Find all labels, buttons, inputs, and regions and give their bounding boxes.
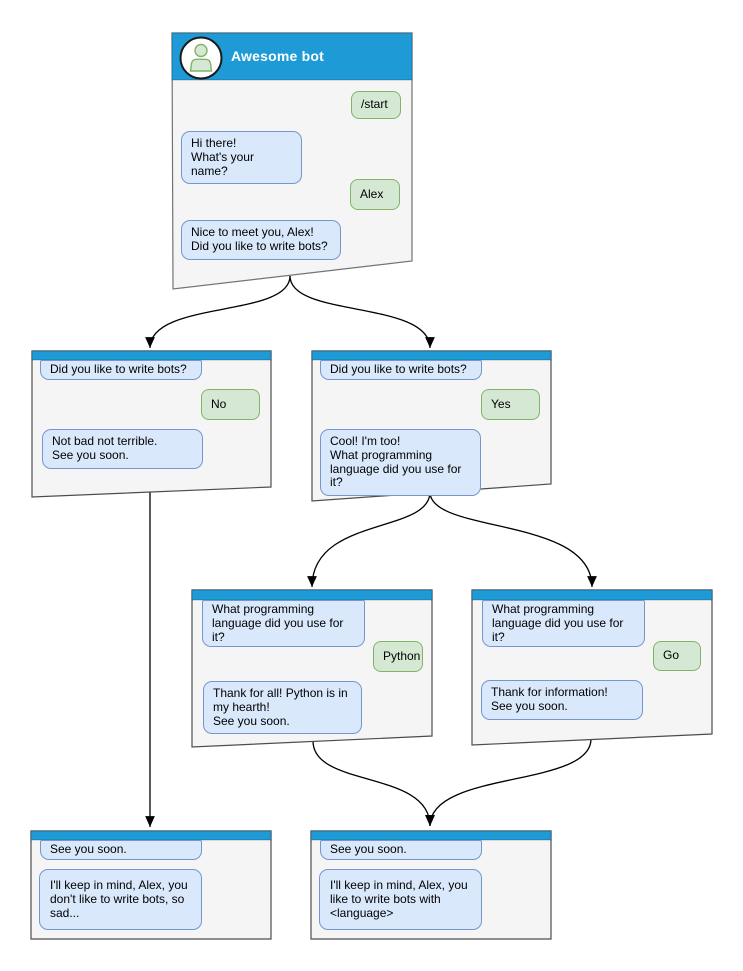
arrow-go-to-end <box>425 738 592 827</box>
person-icon <box>194 43 208 58</box>
bot-message-bubble: See you soon. <box>320 840 482 860</box>
person-icon <box>189 58 213 72</box>
user-message-bubble: Go <box>653 641 701 671</box>
user-message-bubble: Yes <box>481 389 540 420</box>
bot-message-bubble: What programming language did you use fo… <box>202 600 365 648</box>
bot-message-bubble: Thank for information! See you soon. <box>481 680 643 720</box>
connectors <box>145 275 597 827</box>
bot-message-bubble: See you soon. <box>40 840 202 860</box>
bot-message-bubble: What programming language did you use fo… <box>482 600 645 648</box>
bot-message-bubble: Thank for all! Python is in my hearth! S… <box>203 681 362 735</box>
arrow-start-to-no <box>145 275 291 349</box>
bot-message-bubble: Hi there! What's your name? <box>181 131 302 185</box>
bot-message-bubble: Nice to meet you, Alex! Did you like to … <box>181 220 341 260</box>
arrow-yes-to-go <box>429 491 597 588</box>
bot-message-bubble: Did you like to write bots? <box>320 360 482 380</box>
arrow-start-to-yes <box>289 275 435 349</box>
user-message-bubble: No <box>201 389 260 420</box>
arrow-python-to-end <box>312 740 435 827</box>
user-message-bubble: Python <box>373 641 423 672</box>
arrow-yes-to-python <box>307 491 431 588</box>
bot-message-bubble: I'll keep in mind, Alex, you like to wri… <box>319 869 482 931</box>
user-message-bubble: /start <box>351 91 401 119</box>
bot-message-bubble: Did you like to write bots? <box>40 360 202 380</box>
user-message-bubble: Alex <box>350 179 400 210</box>
bot-message-bubble: I'll keep in mind, Alex, you don't like … <box>39 869 202 931</box>
chat-window-title: Awesome bot <box>231 48 324 64</box>
bot-message-bubble: Not bad not terrible. See you soon. <box>42 429 203 469</box>
bot-message-bubble: Cool! I'm too! What programming language… <box>320 429 481 497</box>
